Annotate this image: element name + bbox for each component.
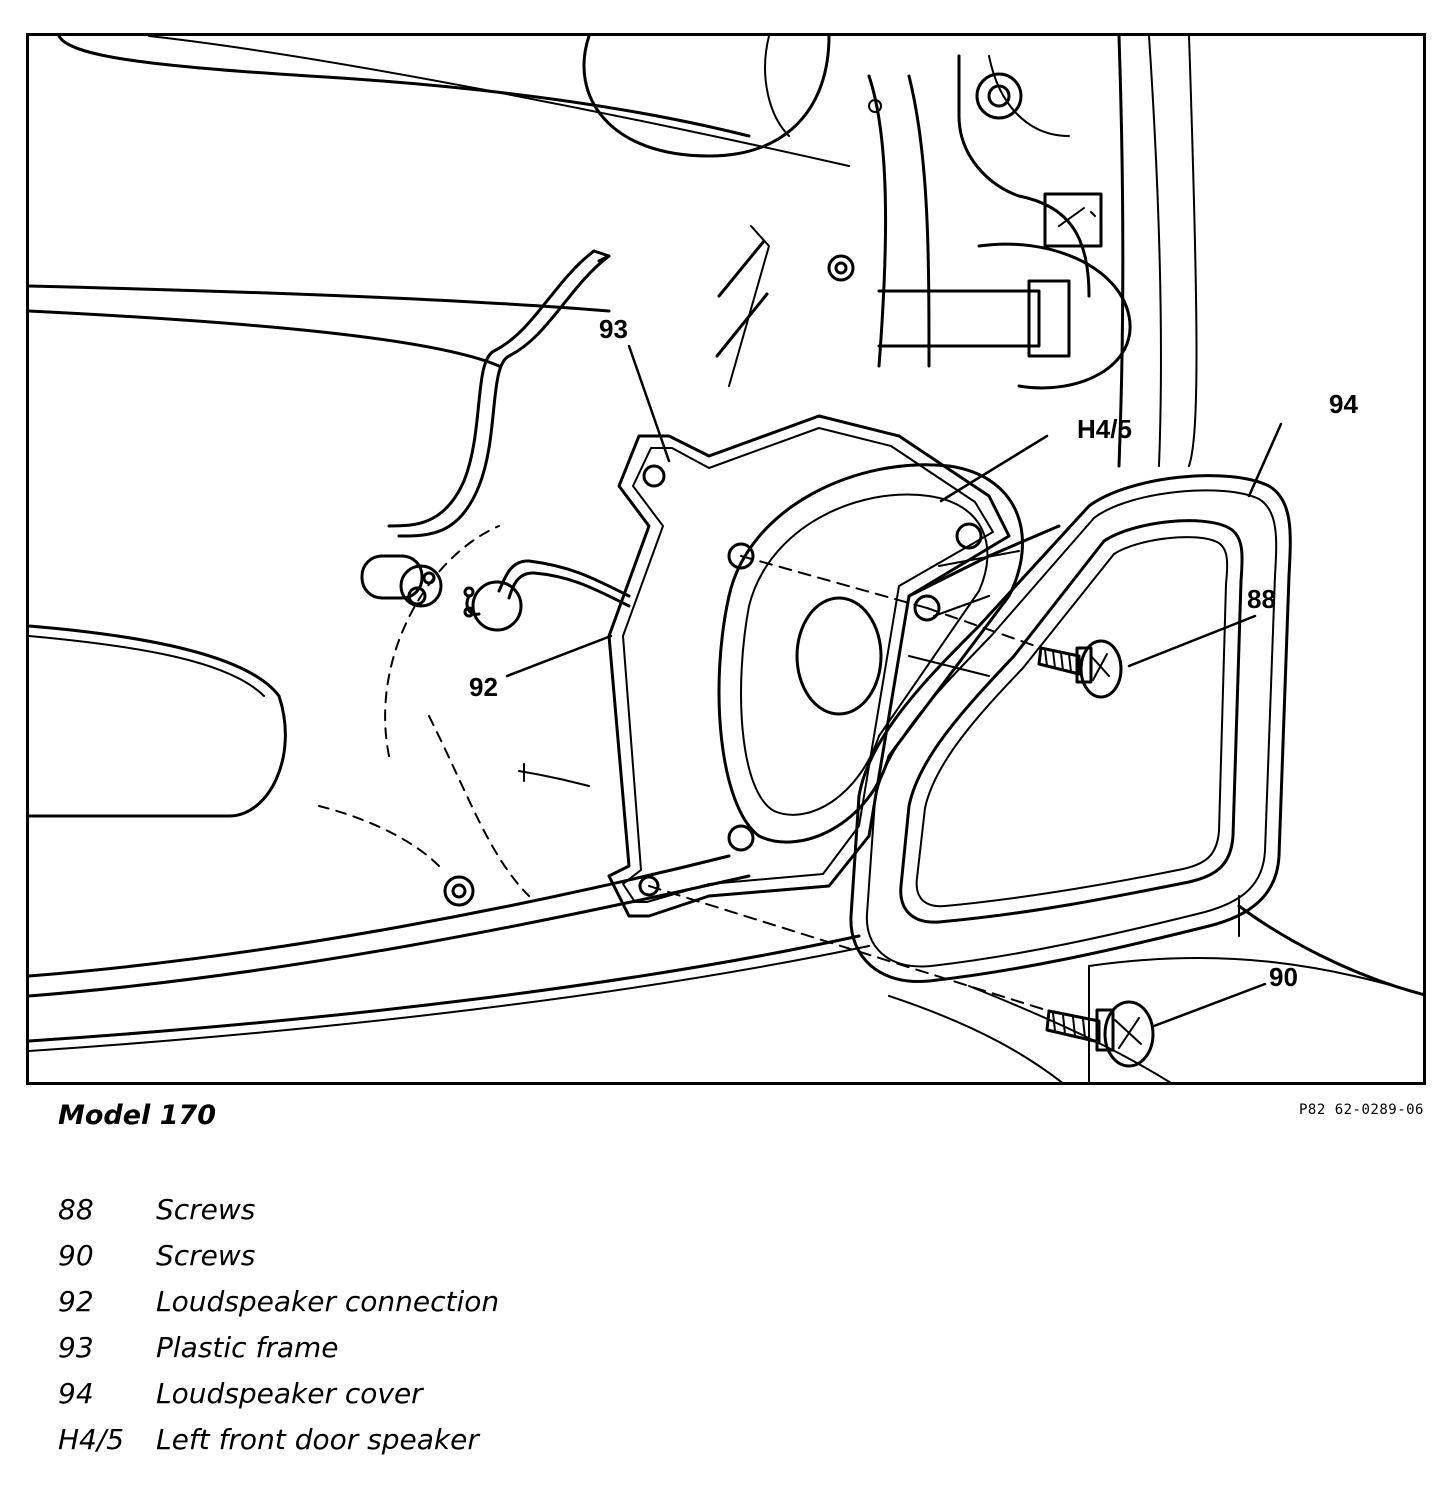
door-panel-outline <box>29 36 1423 1082</box>
legend-number: 90 <box>58 1239 94 1272</box>
legend-number: 88 <box>58 1193 94 1226</box>
legend-number: 93 <box>58 1331 94 1364</box>
legend-description: Loudspeaker cover <box>156 1377 423 1410</box>
screw-90-icon <box>1045 1000 1155 1068</box>
callout-88: 88 <box>1247 584 1276 614</box>
legend-description: Screws <box>156 1193 256 1226</box>
legend-number: 94 <box>58 1377 94 1410</box>
figure-code: P82 62-0289-06 <box>1298 1102 1424 1118</box>
callout-94: 94 <box>1329 389 1358 419</box>
callout-92: 92 <box>469 672 498 702</box>
legend-description: Left front door speaker <box>156 1423 479 1456</box>
exploded-view-diagram: 93 94 H4/5 88 92 90 <box>26 33 1426 1085</box>
door-speaker <box>717 463 1061 844</box>
leader-lines <box>505 344 1283 1028</box>
loudspeaker-cover <box>849 474 1292 984</box>
screw-88-icon <box>1037 639 1123 699</box>
callout-93: 93 <box>599 314 628 344</box>
legend-description: Loudspeaker connection <box>156 1285 500 1318</box>
callout-h4-5: H4/5 <box>1077 414 1132 444</box>
legend-number: 92 <box>58 1285 94 1318</box>
model-caption: Model 170 <box>58 1100 217 1131</box>
callout-90: 90 <box>1269 962 1298 992</box>
legend-description: Plastic frame <box>156 1331 339 1364</box>
door-speaker-drawing <box>29 36 1423 1082</box>
loudspeaker-connection <box>360 249 631 632</box>
legend-number: H4/5 <box>58 1423 125 1456</box>
plastic-frame <box>607 414 1011 918</box>
legend-description: Screws <box>156 1239 256 1272</box>
assembly-lines <box>648 555 1050 1012</box>
